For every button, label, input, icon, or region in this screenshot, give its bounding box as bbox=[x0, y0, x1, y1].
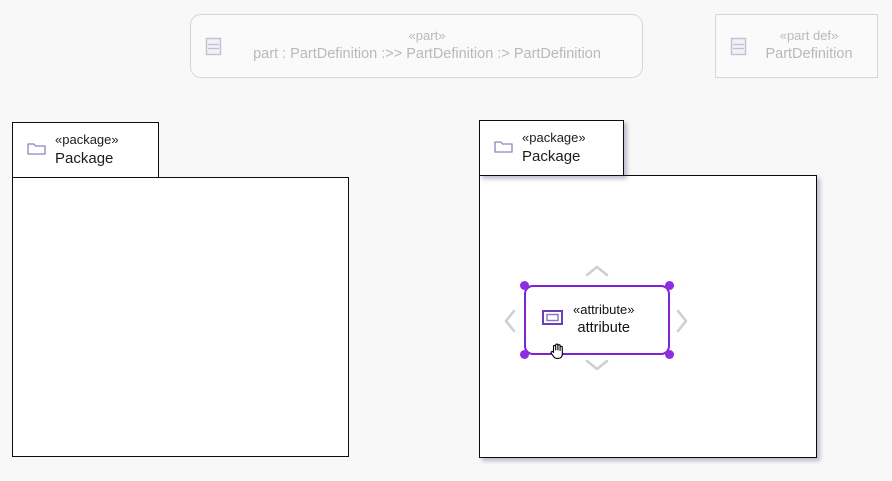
package-right-name: Package bbox=[522, 147, 581, 165]
part-icon bbox=[205, 37, 222, 56]
package-folder-icon bbox=[494, 138, 513, 159]
palette-item-part-name: part : PartDefinition :>> PartDefinition… bbox=[253, 46, 601, 63]
grab-hand-cursor bbox=[549, 341, 566, 365]
palette-item-part-def-label: «part def» PartDefinition bbox=[755, 28, 863, 63]
package-right-header[interactable]: «package» Package bbox=[479, 120, 624, 176]
palette-item-part-def-stereotype: «part def» bbox=[779, 28, 839, 44]
selection-handle-top-left[interactable] bbox=[520, 281, 529, 290]
attribute-node-stereotype: «attribute» bbox=[573, 302, 635, 318]
palette-item-part-label: «part» part : PartDefinition :>> PartDef… bbox=[226, 28, 628, 63]
palette-item-part-def[interactable]: «part def» PartDefinition bbox=[715, 14, 878, 78]
package-folder-icon bbox=[27, 140, 46, 161]
package-right-label: «package» Package bbox=[522, 130, 586, 166]
part-def-icon bbox=[730, 37, 747, 56]
package-left-stereotype: «package» bbox=[55, 131, 119, 147]
package-left-label: «package» Package bbox=[55, 132, 119, 168]
attribute-icon bbox=[542, 310, 563, 330]
selection-handle-bottom-right[interactable] bbox=[665, 350, 674, 359]
package-left-body[interactable] bbox=[12, 177, 349, 457]
attribute-node[interactable]: «attribute» attribute bbox=[524, 285, 670, 355]
chevron-left-icon[interactable] bbox=[503, 308, 517, 339]
palette-item-part[interactable]: «part» part : PartDefinition :>> PartDef… bbox=[190, 14, 643, 78]
chevron-up-icon[interactable] bbox=[584, 264, 610, 283]
selection-handle-bottom-left[interactable] bbox=[520, 350, 529, 359]
chevron-right-icon[interactable] bbox=[675, 308, 689, 339]
package-left-header[interactable]: «package» Package bbox=[12, 122, 159, 178]
palette-item-part-def-name: PartDefinition bbox=[765, 46, 853, 63]
palette-item-part-stereotype: «part» bbox=[408, 28, 446, 44]
attribute-node-name: attribute bbox=[577, 320, 630, 337]
selection-handle-top-right[interactable] bbox=[665, 281, 674, 290]
package-left-name: Package bbox=[55, 149, 114, 167]
chevron-down-icon[interactable] bbox=[584, 358, 610, 377]
attribute-node-label: «attribute» attribute bbox=[573, 302, 634, 338]
package-right-stereotype: «package» bbox=[522, 129, 586, 145]
